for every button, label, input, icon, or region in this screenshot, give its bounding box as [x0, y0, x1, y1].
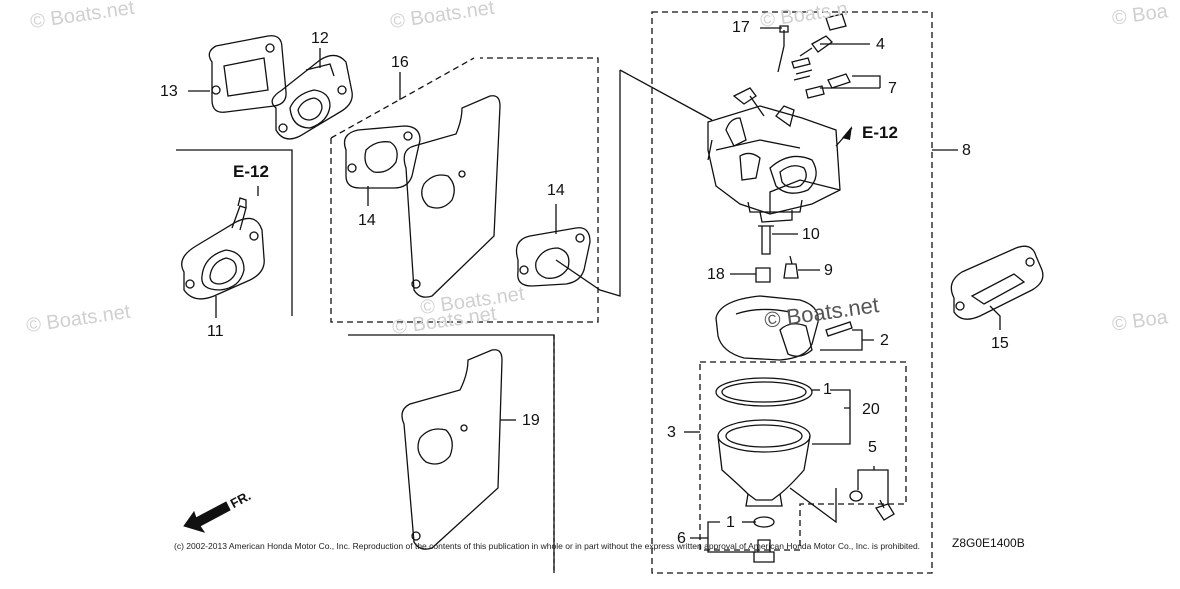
part-number: 2	[880, 332, 889, 349]
gasket-13	[208, 35, 287, 113]
part-number: 14	[358, 212, 376, 229]
diagram-code: Z8G0E1400B	[952, 536, 1025, 550]
part-number: 16	[391, 54, 409, 71]
float-chamber-20	[717, 419, 811, 507]
insulator-11	[181, 197, 265, 300]
part-number: 6	[677, 530, 686, 547]
part-number: 1	[823, 381, 832, 398]
part-number: 19	[522, 412, 540, 429]
part-number: 7	[888, 80, 897, 97]
float	[715, 295, 853, 361]
float-pin-2	[825, 321, 853, 337]
part-number: 13	[160, 83, 178, 100]
washer-1-lower	[753, 516, 775, 528]
part-number: 14	[547, 182, 565, 199]
part-number: 17	[732, 19, 750, 36]
nozzle-10	[758, 225, 774, 255]
part-number: 9	[824, 262, 833, 279]
insulator-12	[271, 54, 353, 140]
float-valve-9	[783, 255, 799, 279]
washer-5	[849, 490, 863, 502]
insulator-plate-19	[401, 349, 503, 550]
part-number: 10	[802, 226, 820, 243]
screw-5	[874, 499, 895, 521]
float-chamber-frame	[699, 361, 907, 551]
part-number: 5	[868, 439, 877, 456]
part-number: 8	[962, 142, 971, 159]
part-number: 15	[991, 335, 1009, 352]
insulator-frame	[330, 57, 599, 323]
screw-7	[827, 73, 851, 89]
screw-17	[779, 25, 789, 46]
front-direction-arrow	[183, 501, 231, 533]
o-ring-1	[715, 377, 813, 407]
insulator-plate-16	[403, 95, 501, 298]
gasket-14-left	[343, 125, 421, 189]
part-number: 1	[726, 514, 735, 531]
copyright-notice: (c) 2002-2013 American Honda Motor Co., …	[174, 541, 921, 551]
part-number: 4	[876, 36, 885, 53]
carburetor-assembly-frame	[651, 11, 933, 574]
gasket-15	[950, 245, 1044, 320]
drain-bolt-6	[753, 539, 775, 563]
part-number: 3	[667, 424, 676, 441]
part-number: 18	[707, 266, 725, 283]
main-jet-18	[755, 267, 771, 283]
gasket-14-right	[515, 227, 591, 287]
part-number: 12	[311, 30, 329, 47]
part-number: 20	[862, 401, 880, 418]
ref-label-e12-top: E-12	[862, 123, 898, 142]
ref-label-e12-left: E-12	[233, 162, 269, 181]
carburetor-body	[707, 87, 841, 223]
part-number: 11	[207, 323, 224, 340]
screw-4	[799, 35, 834, 57]
